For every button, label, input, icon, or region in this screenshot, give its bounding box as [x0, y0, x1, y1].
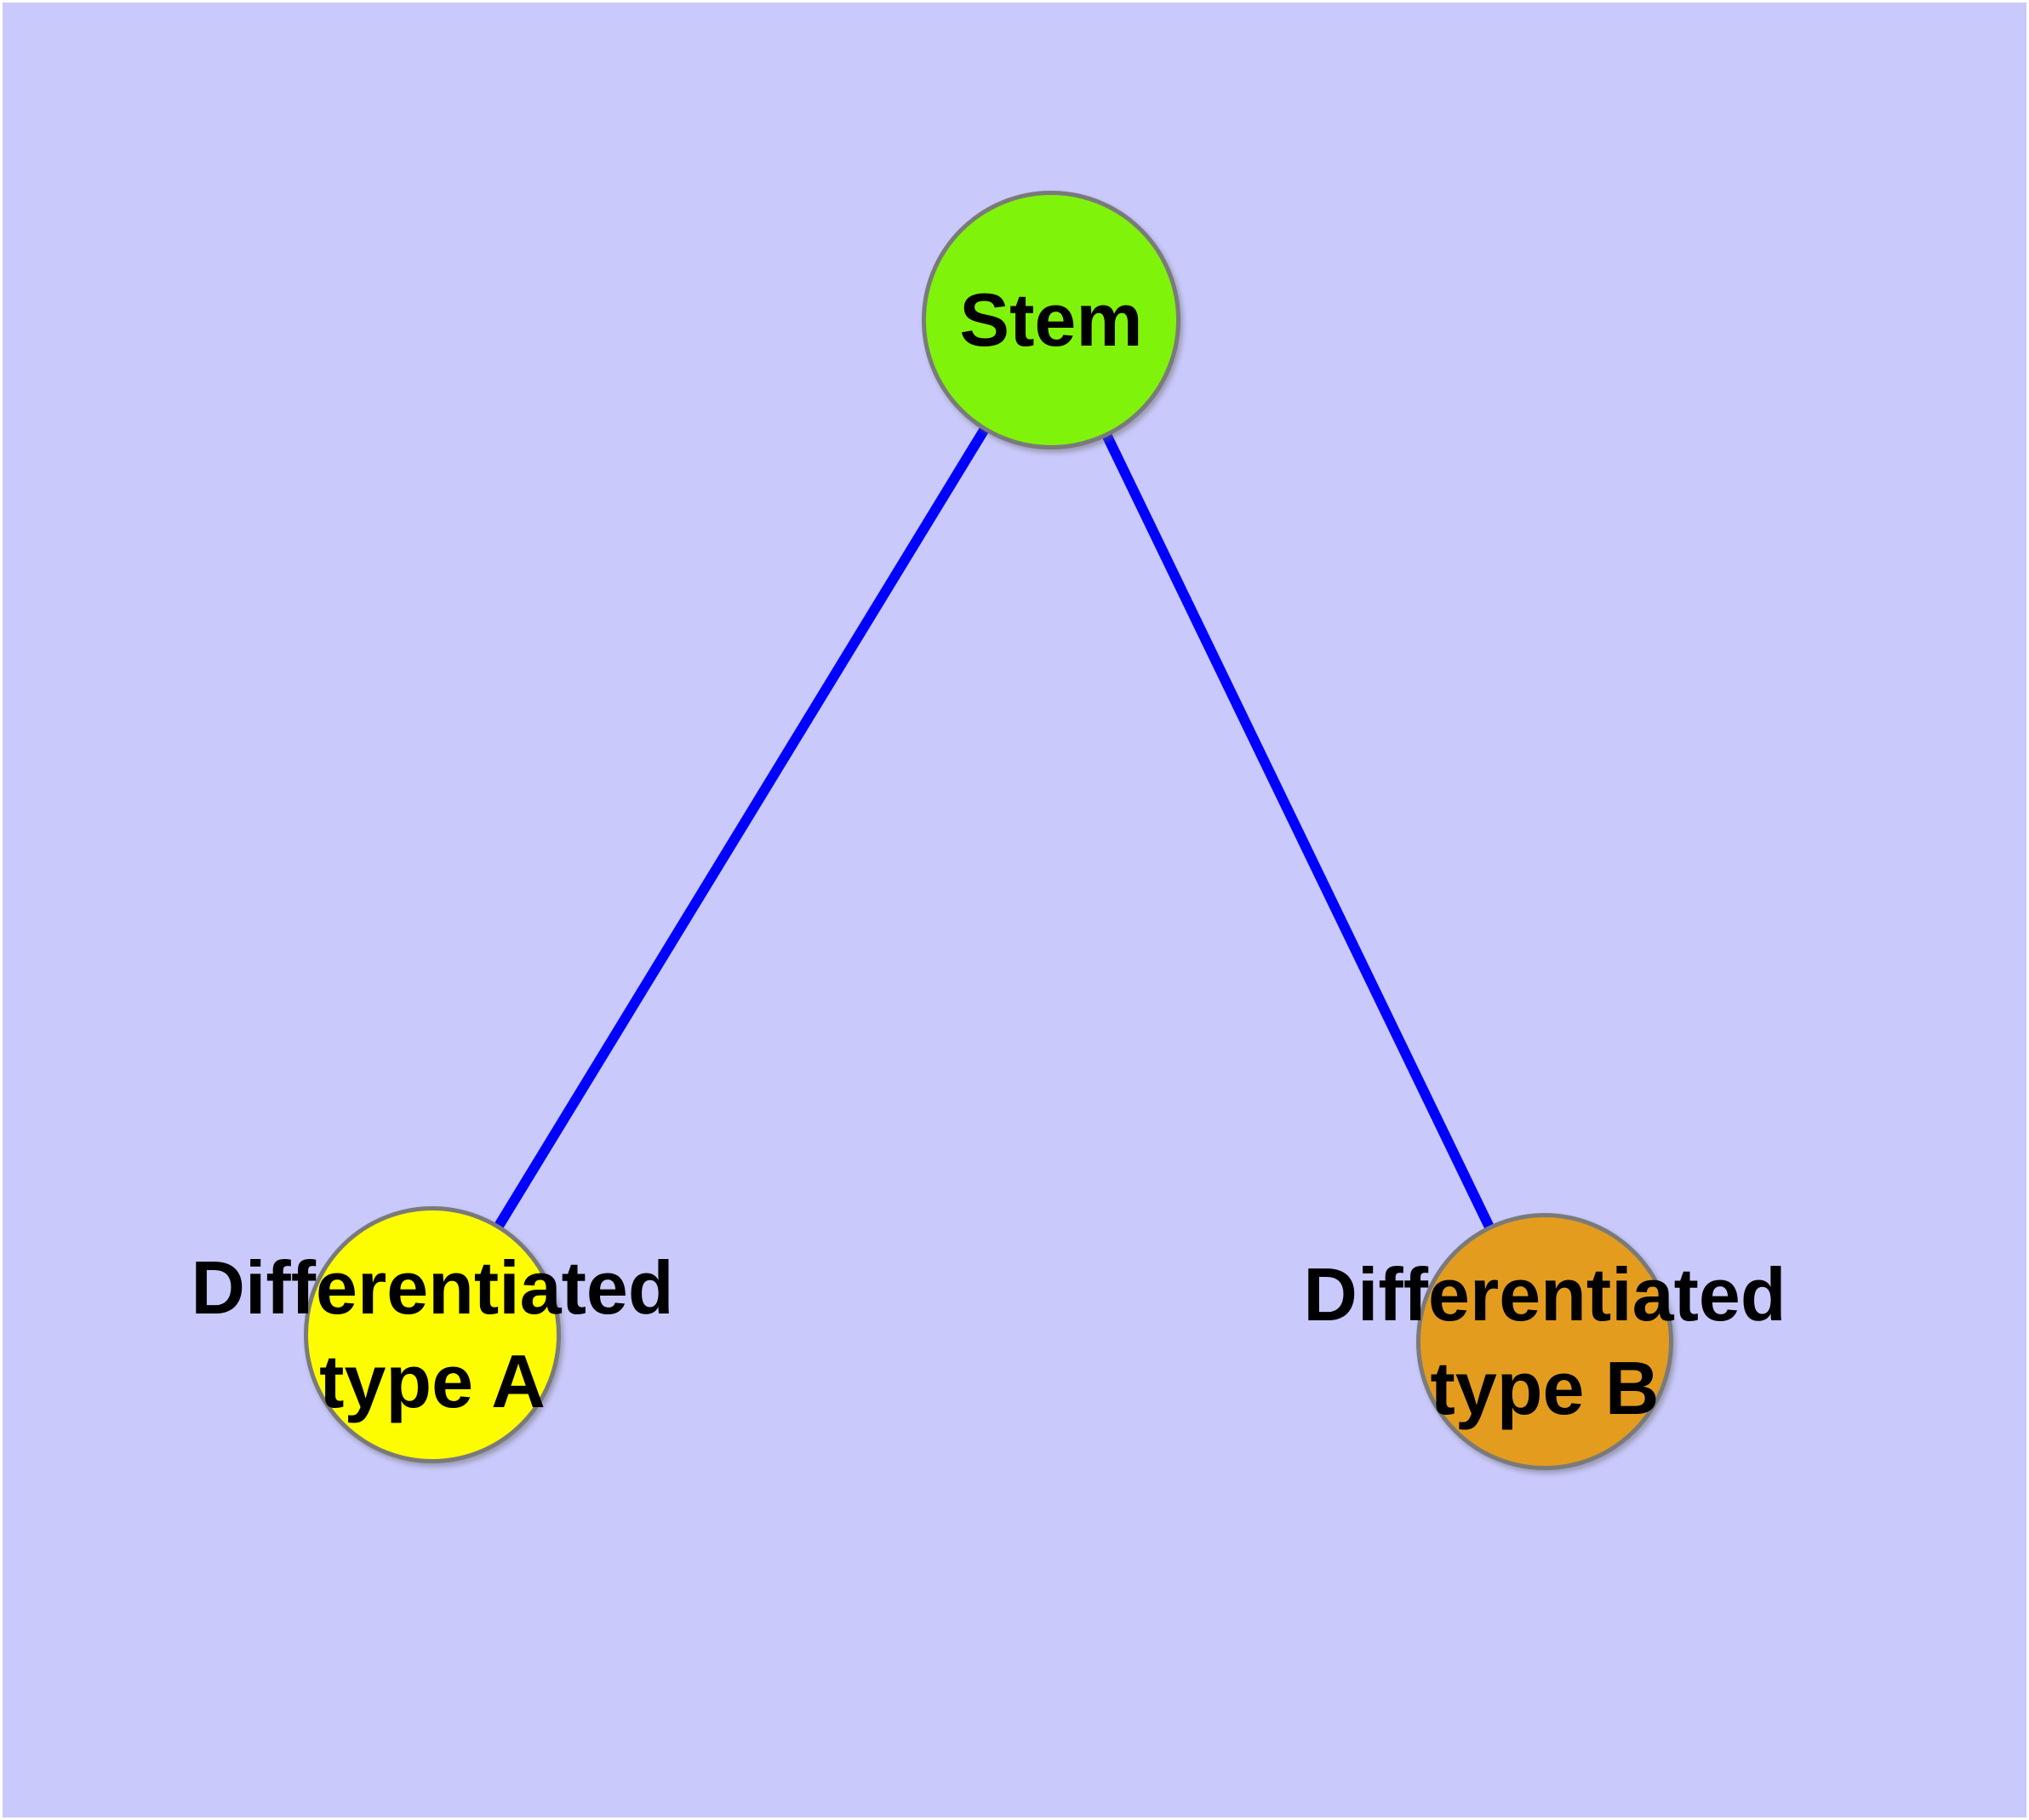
diagram-canvas: Stem Differentiated type A Differentiate…	[3, 3, 2026, 1817]
node-differentiated-type-a	[304, 1206, 561, 1463]
edge-stem-to-type-a	[427, 317, 1056, 1338]
edge-layer	[427, 317, 1550, 1344]
node-differentiated-type-b	[1416, 1213, 1673, 1470]
edge-stem-to-type-b	[1046, 318, 1550, 1344]
node-stem	[922, 191, 1180, 449]
